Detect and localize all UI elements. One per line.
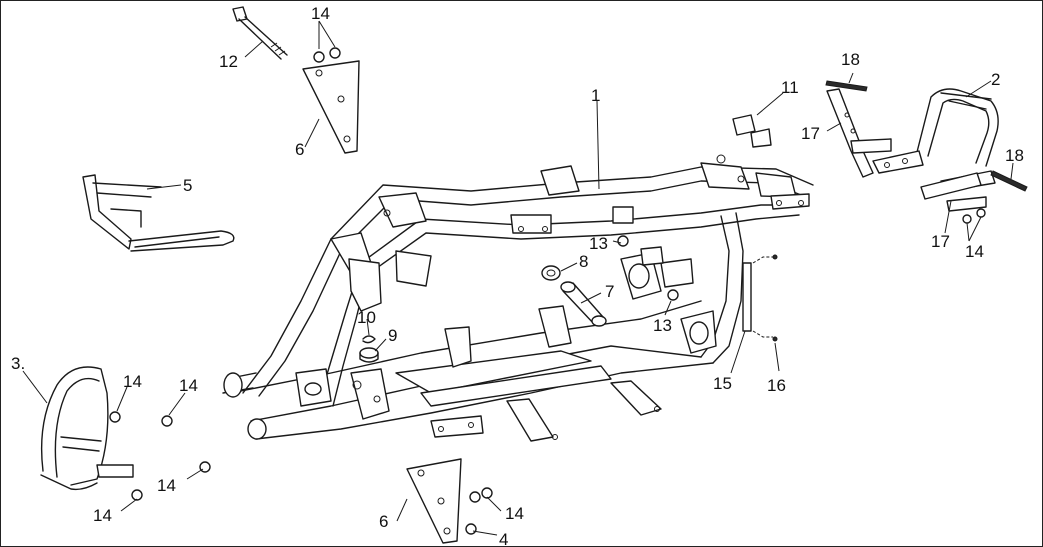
part-strap-15 — [742, 256, 773, 338]
callout-6-top: 6 — [295, 140, 304, 159]
callout-18-lower: 18 — [1005, 146, 1024, 165]
part-long-bolt-12 — [232, 6, 288, 60]
callout-labels: 1 2 3. 4 5 6 6 7 8 9 10 11 12 13 13 14 1… — [11, 4, 1024, 547]
part-plate-6-top — [302, 60, 360, 154]
callout-6-bottom: 6 — [379, 512, 388, 531]
part-collar-9 — [359, 347, 379, 363]
callout-9: 9 — [388, 326, 397, 345]
callout-10: 10 — [357, 308, 376, 327]
callout-17-lower: 17 — [931, 232, 950, 251]
part-brackets-17 — [826, 88, 987, 212]
callout-4: 4 — [499, 530, 508, 547]
part-rear-grab-bar — [872, 88, 999, 192]
callout-11: 11 — [781, 78, 799, 97]
part-footrest-5 — [82, 174, 235, 252]
callout-14-rear: 14 — [965, 242, 984, 261]
fasteners — [109, 47, 986, 535]
part-bushing-8 — [541, 265, 561, 281]
callout-14-bottom: 14 — [505, 504, 524, 523]
callout-5: 5 — [183, 176, 192, 195]
callout-1: 1 — [591, 86, 600, 105]
part-clip-10 — [362, 335, 376, 344]
callout-7: 7 — [605, 282, 614, 301]
callout-18-upper: 18 — [841, 50, 860, 69]
callout-3: 3. — [11, 354, 25, 373]
callout-14-left-a: 14 — [123, 372, 142, 391]
callout-14-left-b: 14 — [179, 376, 198, 395]
callout-13-lower: 13 — [653, 316, 672, 335]
part-tube-7 — [560, 281, 607, 327]
part-plate-6-bottom — [406, 458, 462, 544]
part-pin-16 — [772, 254, 778, 342]
callout-14-left-c: 14 — [157, 476, 176, 495]
callout-16: 16 — [767, 376, 786, 395]
part-main-frame — [222, 154, 814, 442]
callout-12: 12 — [219, 52, 238, 71]
callout-15: 15 — [713, 374, 732, 393]
callout-2: 2 — [991, 70, 1000, 89]
part-front-guard-3 — [40, 366, 134, 491]
callout-13-upper: 13 — [589, 234, 608, 253]
callout-14-left-d: 14 — [93, 506, 112, 525]
callout-14-top: 14 — [311, 4, 330, 23]
part-pads-11 — [732, 114, 772, 148]
part-strips-18 — [825, 80, 1028, 192]
callout-17-upper: 17 — [801, 124, 820, 143]
leader-lines — [22, 20, 1014, 536]
callout-8: 8 — [579, 252, 588, 271]
